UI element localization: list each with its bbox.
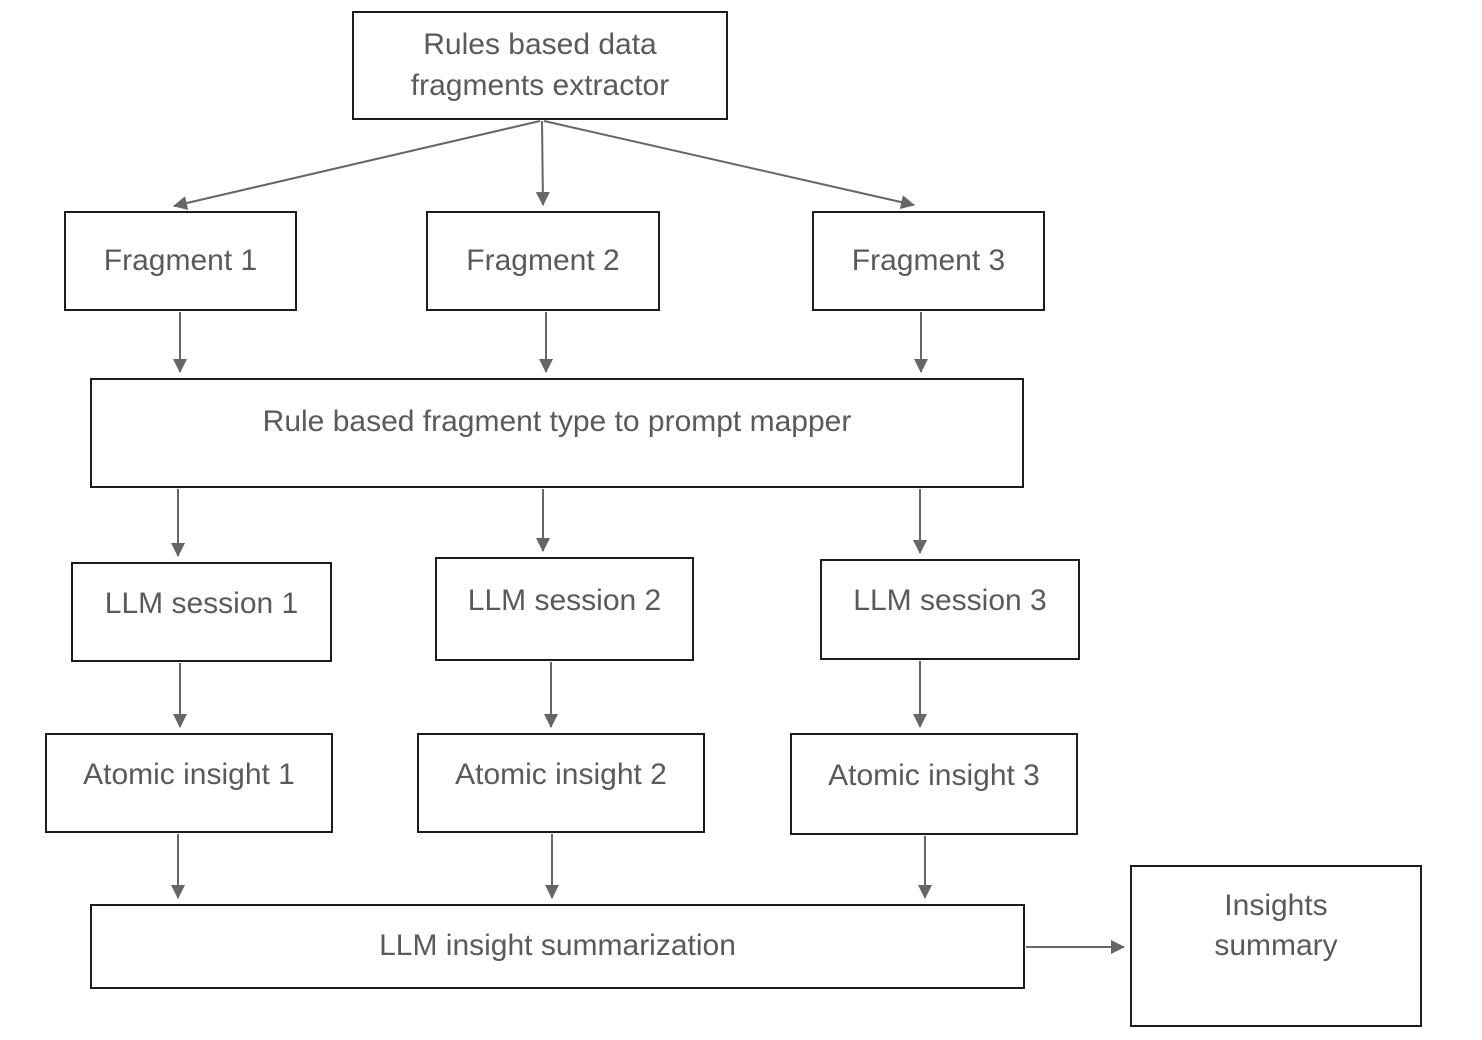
node-label: Fragment 1 (103, 243, 258, 277)
node-fragment-2: Fragment 2 (426, 211, 660, 311)
node-fragment-1: Fragment 1 (64, 211, 297, 311)
node-atomic-insight-1: Atomic insight 1 (45, 733, 333, 833)
node-atomic-insight-2: Atomic insight 2 (417, 733, 705, 833)
node-llm-insight-summarization: LLM insight summarization (90, 904, 1025, 989)
node-atomic-insight-3: Atomic insight 3 (790, 733, 1078, 835)
arrow-extractor-to-fragment2 (535, 120, 550, 206)
node-label: Fragment 3 (851, 243, 1006, 277)
node-label: LLM session 1 (104, 586, 299, 620)
node-llm-session-1: LLM session 1 (71, 562, 332, 662)
node-insights-summary: Insights summary (1130, 865, 1422, 1027)
node-label: Atomic insight 1 (83, 757, 295, 791)
node-llm-session-3: LLM session 3 (820, 559, 1080, 660)
node-label: Rule based fragment type to prompt mappe… (262, 404, 852, 438)
node-fragment-3: Fragment 3 (812, 211, 1045, 311)
node-label: Rules based data fragments extractor (410, 28, 670, 102)
node-rule-based-fragment-type-to-prompt-mapper: Rule based fragment type to prompt mappe… (90, 378, 1024, 488)
arrow-extractor-to-fragment3 (543, 120, 915, 209)
node-label: Atomic insight 3 (828, 758, 1040, 792)
node-llm-session-2: LLM session 2 (435, 557, 694, 661)
node-label: LLM session 3 (853, 584, 1047, 618)
node-label: Insights summary (1214, 888, 1338, 963)
node-rules-based-data-fragments-extractor: Rules based data fragments extractor (352, 11, 728, 120)
node-label: Fragment 2 (466, 243, 620, 277)
node-label: LLM insight summarization (379, 929, 736, 963)
node-label: Atomic insight 2 (455, 757, 667, 791)
arrow-extractor-to-fragment1 (173, 120, 541, 210)
node-label: LLM session 2 (467, 583, 662, 617)
